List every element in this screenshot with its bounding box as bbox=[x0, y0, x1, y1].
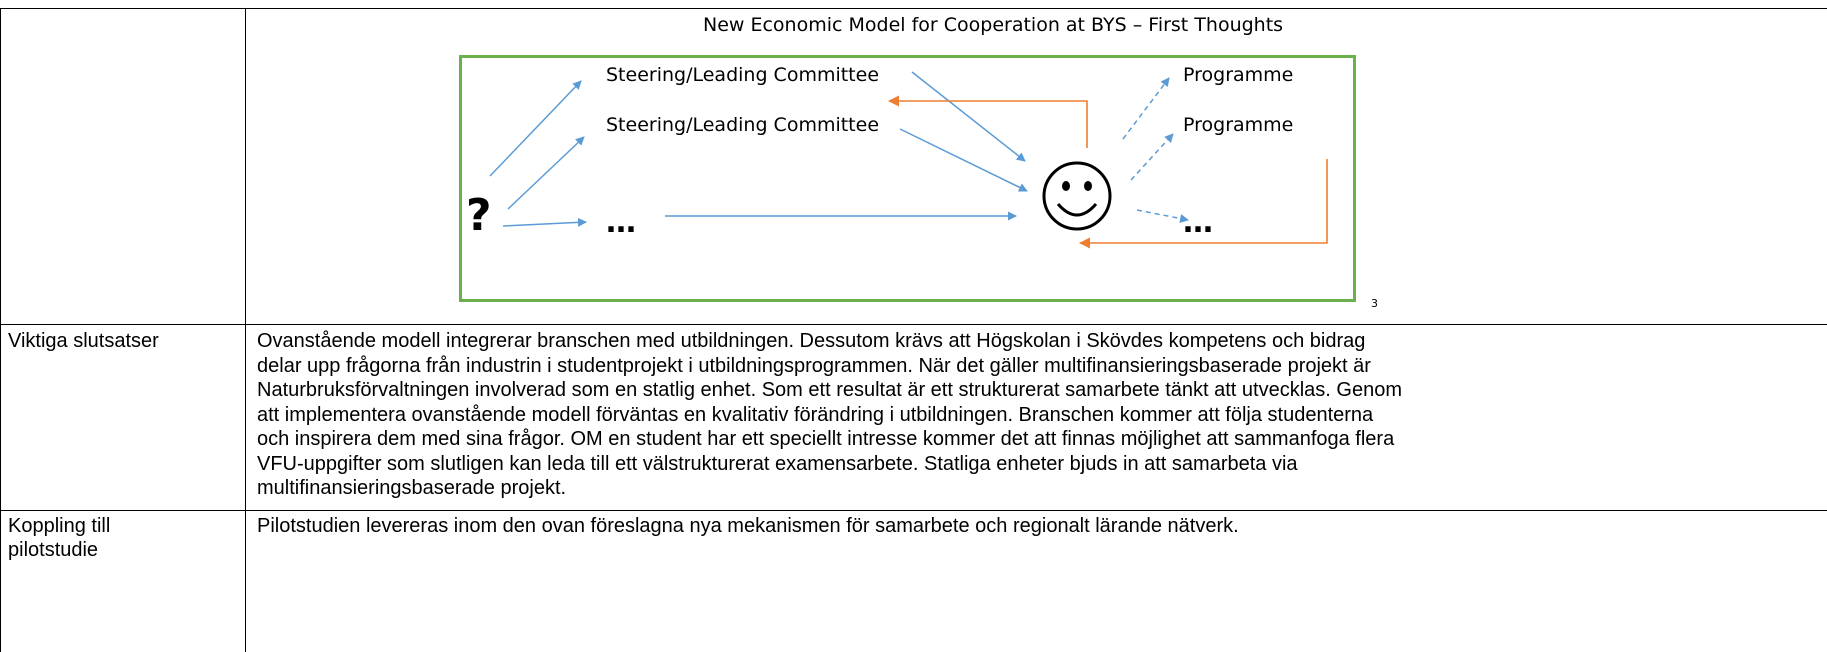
question-mark: ? bbox=[466, 190, 492, 241]
arrow bbox=[507, 136, 585, 210]
arrow bbox=[899, 128, 1028, 192]
table-top-border bbox=[0, 8, 1827, 9]
row-label-conclusions: Viktiga slutsatser bbox=[8, 330, 159, 352]
smiley-face-icon bbox=[1042, 161, 1112, 231]
row-label-pilot-link: Koppling till bbox=[8, 515, 111, 537]
text-line: Naturbruksförvaltningen involverad som e… bbox=[257, 379, 1402, 401]
arrow bbox=[489, 80, 582, 177]
committee-label: Steering/Leading Committee bbox=[606, 64, 880, 86]
arrow bbox=[1122, 77, 1170, 140]
text-line: och inspirera dem med sina frågor. OM en… bbox=[257, 428, 1395, 450]
committee-label: Steering/Leading Committee bbox=[606, 114, 880, 136]
arrow bbox=[1130, 133, 1174, 181]
committee-ellipsis: … bbox=[606, 205, 636, 240]
arrow bbox=[911, 71, 1026, 162]
arrow bbox=[1079, 159, 1328, 249]
text-line: multifinansieringsbaserade projekt. bbox=[257, 477, 567, 499]
table-left-border bbox=[0, 8, 1, 652]
row-divider bbox=[0, 324, 1827, 325]
programme-label: Programme bbox=[1183, 114, 1294, 136]
column-divider bbox=[245, 8, 246, 652]
figure-arrows bbox=[489, 71, 1328, 249]
text-line: VFU-uppgifter som slutligen kan leda til… bbox=[257, 453, 1298, 475]
figure-frame bbox=[459, 55, 1356, 302]
figure-title: New Economic Model for Cooperation at BY… bbox=[703, 14, 1284, 36]
arrow bbox=[1136, 209, 1189, 223]
row-label-pilot-link: pilotstudie bbox=[8, 539, 99, 561]
arrow bbox=[502, 217, 587, 227]
text-line: att implementera ovanstående modell förv… bbox=[257, 404, 1374, 426]
programme-label: Programme bbox=[1183, 64, 1294, 86]
arrow bbox=[888, 95, 1088, 148]
figure-footnote-number: 3 bbox=[1371, 297, 1378, 310]
text-line: delar upp frågorna från industrin i stud… bbox=[257, 355, 1371, 377]
row-divider bbox=[0, 510, 1827, 511]
pilot-link-text: Pilotstudien levereras inom den ovan för… bbox=[257, 515, 1239, 537]
text-line: Ovanstående modell integrerar branschen … bbox=[257, 330, 1366, 352]
